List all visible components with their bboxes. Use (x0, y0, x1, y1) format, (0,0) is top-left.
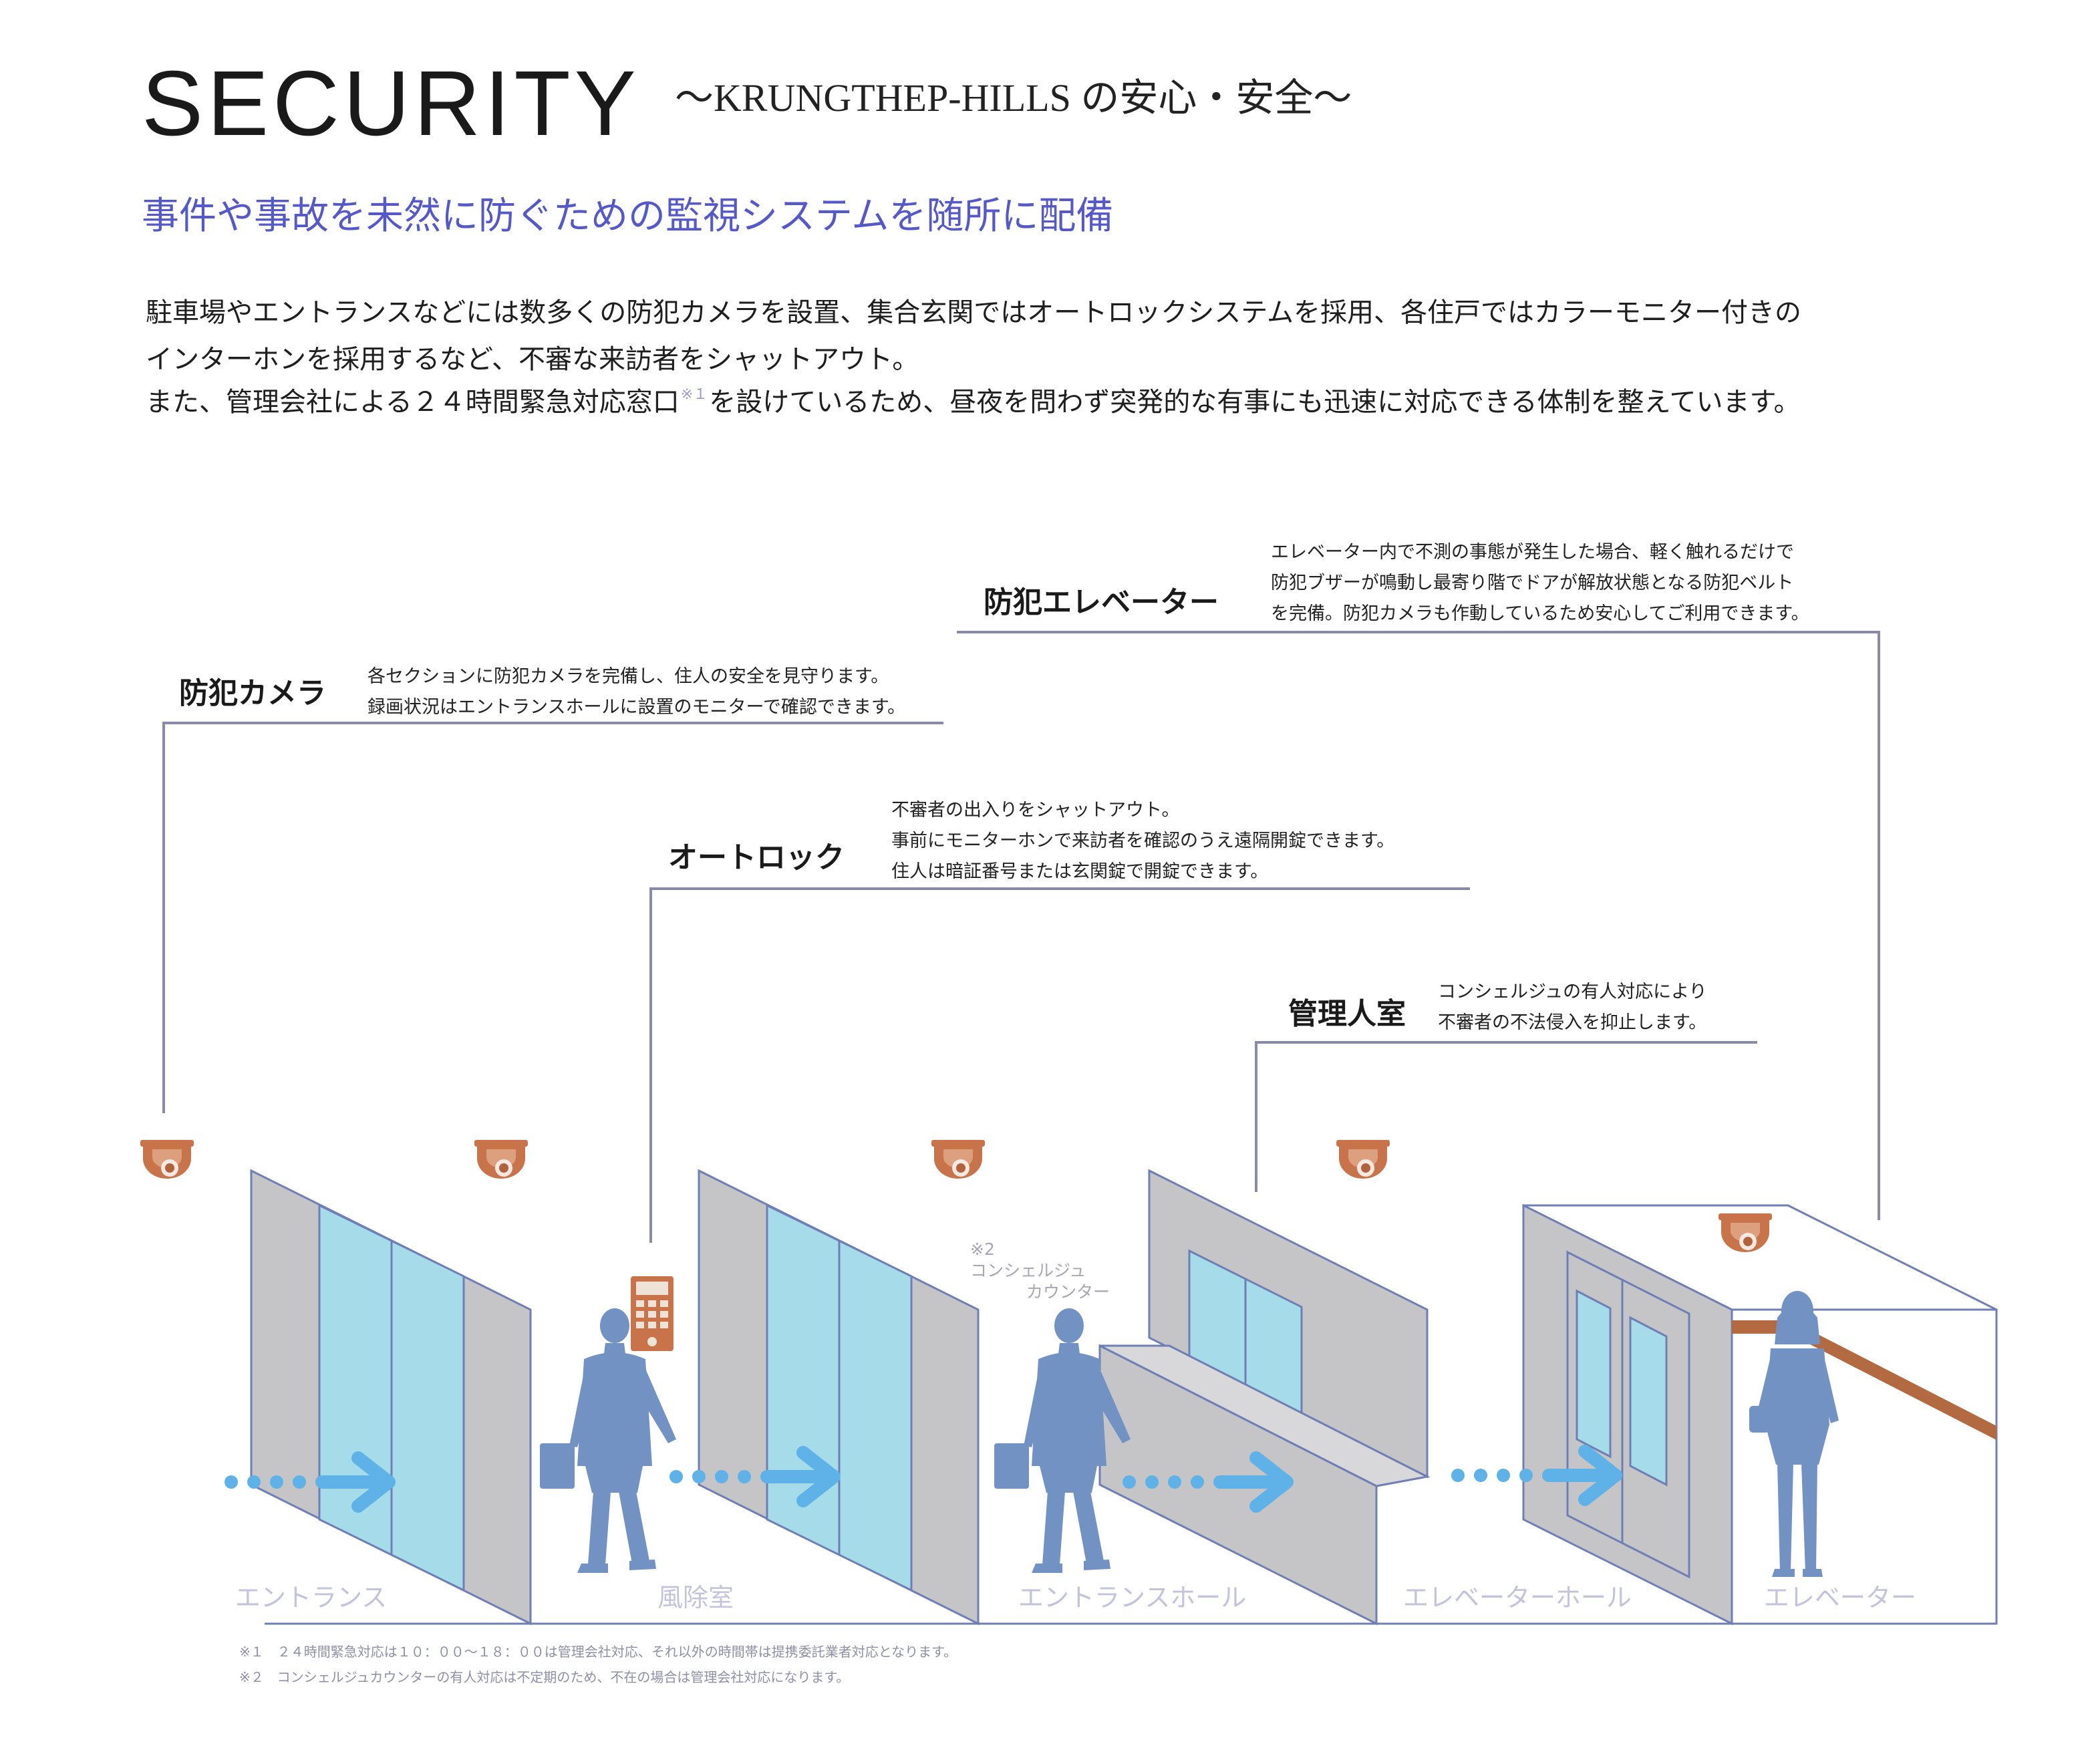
office-label: 管理人室 (1288, 997, 1406, 1031)
camera-desc-line: 録画状況はエントランスホールに設置のモニターで確認できます。 (367, 697, 906, 718)
footnote-2: ※２ コンシェルジュカウンターの有人対応は不定期のため、不在の場合は管理会社対応… (239, 1669, 850, 1685)
office-desc-line: 不審者の不法侵入を抑止します。 (1438, 1012, 1707, 1033)
footnote-ref-1: ※１ (680, 386, 708, 403)
dome-camera-icon (140, 1140, 194, 1179)
dome-camera-icon (931, 1140, 985, 1179)
body-line-3-b: を設けているため、昼夜を問わず突発的な有事にも迅速に対応できる体制を整えています… (709, 387, 1801, 418)
camera-desc: 各セクションに防犯カメラを完備し、住人の安全を見守ります。 録画状況はエントラン… (367, 662, 905, 723)
concierge-mark: ※2 (970, 1239, 995, 1259)
office-desc: コンシェルジュの有人対応により 不審者の不法侵入を抑止します。 (1438, 977, 1707, 1038)
safety-handrail (1732, 1320, 1996, 1439)
vestibule-door (698, 1169, 980, 1626)
elevator-label: 防犯エレベーター (984, 585, 1219, 619)
dome-camera-icon (1336, 1140, 1390, 1179)
zone-label-entrance: エントランス (235, 1583, 388, 1612)
body-line-1: 駐車場やエントランスなどには数多くの防犯カメラを設置、集合玄関ではオートロックシ… (146, 297, 1801, 328)
headline: 事件や事故を未然に防ぐための監視システムを随所に配備 (142, 194, 1114, 238)
elevator-desc-line: を完備。防犯カメラも作動しているため安心してご利用できます。 (1271, 603, 1809, 624)
office-desc-line: コンシェルジュの有人対応により (1438, 982, 1707, 1002)
camera-desc-line: 各セクションに防犯カメラを完備し、住人の安全を見守ります。 (367, 666, 889, 687)
camera-label: 防犯カメラ (179, 676, 326, 710)
concierge-label: ※2 コンシェルジュ カウンター (970, 1239, 1110, 1303)
concierge-line-1: コンシェルジュ (970, 1261, 1086, 1280)
management-office (1098, 1169, 1431, 1626)
concierge-line-2: カウンター (1026, 1282, 1110, 1302)
elevator-desc-line: 防犯ブザーが鳴動し最寄り階でドアが解放状態となる防犯ベルト (1271, 573, 1794, 593)
intercom-keypad-icon (631, 1276, 674, 1351)
autolock-label: オートロック (668, 841, 845, 875)
autolock-desc-line: 住人は暗証番号または玄関錠で開錠できます。 (891, 861, 1269, 882)
camera-leader (162, 722, 943, 1113)
office-leader (1255, 1041, 1757, 1192)
autolock-desc-line: 事前にモニターホンで来訪者を確認のうえ遠隔開錠できます。 (891, 831, 1395, 851)
autolock-desc-line: 不審者の出入りをシャットアウト。 (891, 800, 1180, 821)
elevator-desc-line: エレベーター内で不測の事態が発生した場合、軽く触れるだけで (1271, 542, 1794, 563)
footnote-1: ※１ ２４時間緊急対応は１０：００～１８：００は管理会社対応、それ以外の時間帯は… (239, 1644, 957, 1660)
page-title: SECURITY (142, 52, 640, 155)
page-subtitle: ～KRUNGTHEP-HILLS の安心・安全～ (675, 76, 1352, 120)
elevator-desc: エレベーター内で不測の事態が発生した場合、軽く触れるだけで 防犯ブザーが鳴動し最… (1271, 537, 1809, 629)
body-line-3-a: また、管理会社による２４時間緊急対応窓口 (146, 387, 680, 418)
elevator-leader (957, 631, 1880, 1220)
zone-label-vestibule: 風除室 (657, 1583, 734, 1612)
zone-label-elevator: エレベーター (1764, 1583, 1917, 1612)
dome-camera-icon (474, 1140, 528, 1179)
zone-label-elevator-hall: エレベーターホール (1403, 1583, 1632, 1612)
body-line-3: また、管理会社による２４時間緊急対応窓口※１を設けているため、昼夜を問わず突発的… (146, 388, 1800, 416)
entrance-door (250, 1169, 532, 1626)
autolock-desc: 不審者の出入りをシャットアウト。 事前にモニターホンで来訪者を確認のうえ遠隔開錠… (891, 795, 1394, 887)
leader-lines (162, 631, 1880, 1243)
autolock-leader (649, 887, 1470, 1243)
zone-label-entrance-hall: エントランスホール (1018, 1583, 1247, 1612)
body-line-2: インターホンを採用するなど、不審な来訪者をシャットアウト。 (146, 344, 919, 375)
